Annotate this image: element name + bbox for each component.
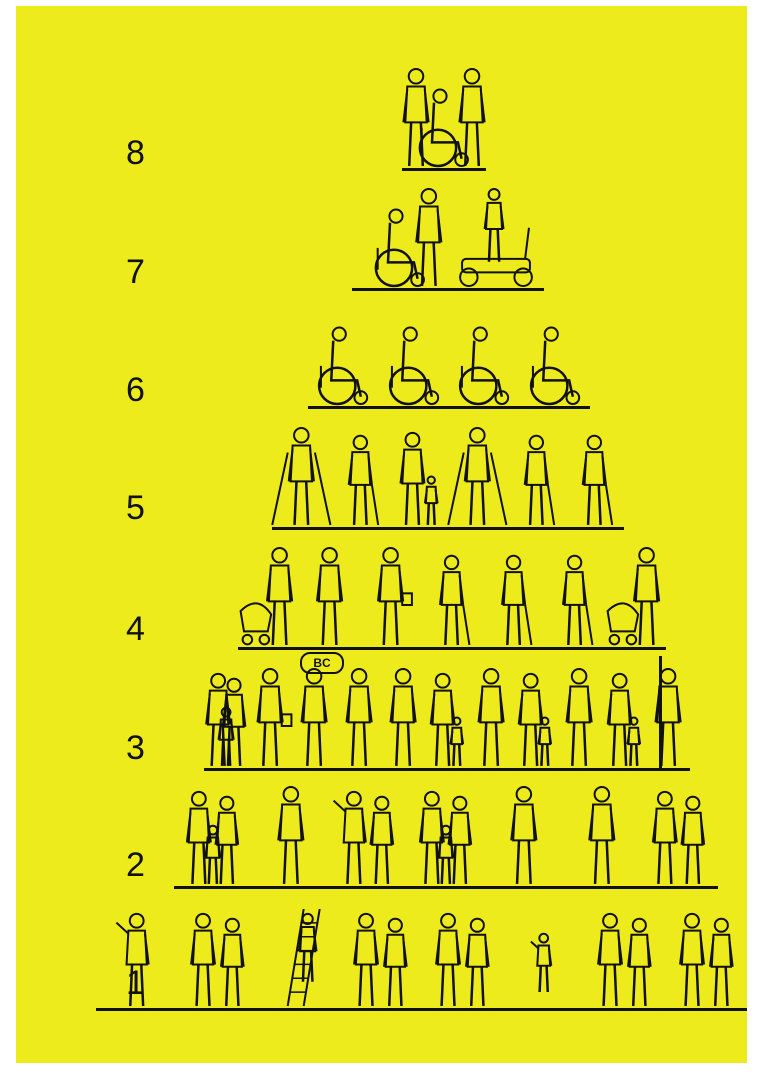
person-with-walker-icon	[507, 422, 566, 527]
person-waving-icon	[96, 903, 177, 1008]
person-with-cane-icon	[421, 542, 482, 647]
person-icon	[563, 781, 641, 886]
bus-stop-sign: BC	[300, 652, 344, 674]
person-with-child-icon	[602, 663, 646, 768]
lamp-post	[659, 656, 662, 768]
wheelchair-user-icon	[520, 301, 591, 406]
adult-with-children-icon	[204, 663, 248, 768]
shelf-level-2	[174, 886, 718, 889]
person-icon	[381, 663, 425, 768]
standing-person-icon	[458, 63, 486, 168]
person-icon	[646, 663, 690, 768]
wheelchair-user-icon	[430, 63, 458, 168]
person-icon	[485, 781, 563, 886]
couple-running-icon	[584, 903, 665, 1008]
elderly-person-icon	[565, 422, 624, 527]
group-of-people-icon	[174, 781, 252, 886]
person-with-child-icon	[389, 422, 448, 527]
shelf-level-1	[96, 1008, 747, 1011]
person-carrying-load-icon	[360, 542, 421, 647]
person-with-child-icon	[425, 663, 469, 768]
person-with-bag-icon	[248, 663, 292, 768]
couple-icon	[640, 781, 718, 886]
child-jumping-icon	[503, 903, 584, 1008]
person-icon	[292, 663, 336, 768]
person-icon	[557, 663, 601, 768]
person-with-crutches-icon	[448, 422, 507, 527]
shelf-level-4	[238, 647, 666, 650]
level-label-2: 2	[126, 848, 166, 882]
shelf-level-3	[204, 768, 690, 771]
couple-icon	[177, 903, 258, 1008]
shelf-level-7	[352, 288, 544, 291]
couple-icon	[340, 903, 421, 1008]
couple-talking-icon	[329, 781, 407, 886]
person-on-ladder-icon	[259, 903, 340, 1008]
level-label-6: 6	[126, 373, 166, 407]
shelf-level-8	[402, 168, 486, 171]
group-of-people-icon	[407, 781, 485, 886]
level-label-5: 5	[126, 491, 166, 525]
person-icon	[252, 781, 330, 886]
standing-person-icon	[402, 63, 430, 168]
elderly-person-icon	[483, 542, 544, 647]
level-label-8: 8	[126, 136, 166, 170]
person-with-trolley-icon	[605, 542, 666, 647]
person-icon	[337, 663, 381, 768]
shelf-level-6	[308, 406, 590, 409]
elderly-person-icon	[331, 422, 390, 527]
person-with-pram-icon	[238, 542, 299, 647]
person-with-cane-icon	[544, 542, 605, 647]
couple-icon	[422, 903, 503, 1008]
person-with-crutches-icon	[272, 422, 331, 527]
shelf-level-5	[272, 527, 624, 530]
person-icon	[469, 663, 513, 768]
couple-icon	[666, 903, 747, 1008]
pregnant-person-icon	[299, 542, 360, 647]
level-label-7: 7	[126, 255, 166, 289]
level-label-3: 3	[126, 731, 166, 765]
pyramid-diagram: 8 7 6 5 4 3 2 1 BC	[16, 6, 747, 1063]
person-with-child-icon	[513, 663, 557, 768]
wheelchair-user-icon	[379, 301, 450, 406]
level-label-4: 4	[126, 612, 166, 646]
mobility-scooter-user-icon	[448, 183, 544, 288]
wheelchair-user-icon	[449, 301, 520, 406]
wheelchair-with-attendant-icon	[352, 183, 448, 288]
wheelchair-user-icon	[308, 301, 379, 406]
